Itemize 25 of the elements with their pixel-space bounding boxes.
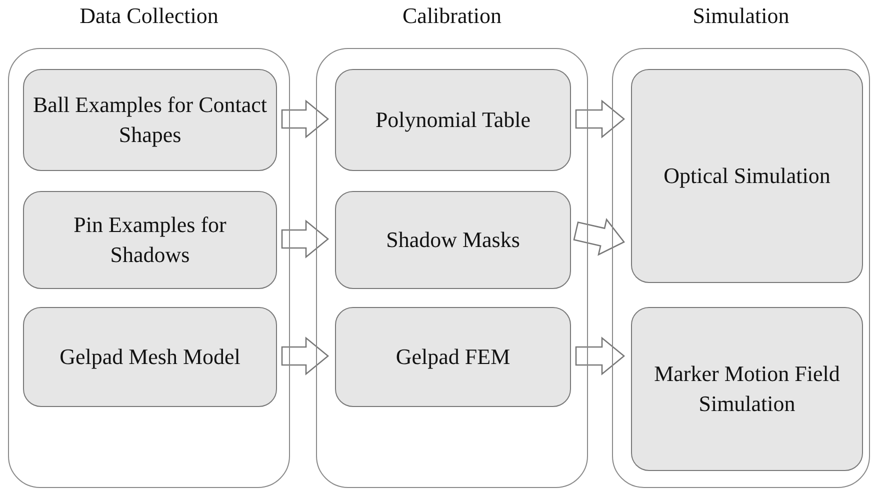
block-arrow bbox=[281, 220, 330, 258]
process-box bbox=[23, 69, 277, 171]
block-arrow bbox=[575, 336, 626, 376]
block-arrow bbox=[573, 218, 625, 256]
column-heading: Simulation bbox=[692, 3, 790, 28]
box-label: Marker Motion Field Simulation bbox=[653, 360, 841, 418]
process-box bbox=[23, 307, 277, 407]
box-label: Polynomial Table bbox=[374, 106, 532, 134]
column-heading: Calibration bbox=[402, 3, 502, 28]
block-arrow bbox=[575, 100, 626, 138]
box-label: Shadow Masks bbox=[385, 226, 521, 254]
box-label: Optical Simulation bbox=[662, 162, 832, 190]
box-label: Gelpad FEM bbox=[394, 343, 512, 372]
process-box bbox=[631, 307, 863, 471]
column-heading: Data Collection bbox=[80, 3, 218, 28]
box-label: Gelpad Mesh Model bbox=[58, 343, 242, 372]
process-box bbox=[335, 69, 571, 171]
process-box bbox=[335, 307, 571, 407]
process-box bbox=[631, 69, 863, 283]
process-box bbox=[335, 191, 571, 289]
process-box bbox=[23, 191, 277, 289]
box-label: Ball Examples for Contact Shapes bbox=[32, 91, 268, 149]
block-arrow bbox=[281, 336, 330, 376]
box-label: Pin Examples for Shadows bbox=[72, 211, 228, 269]
block-arrow bbox=[281, 100, 330, 138]
